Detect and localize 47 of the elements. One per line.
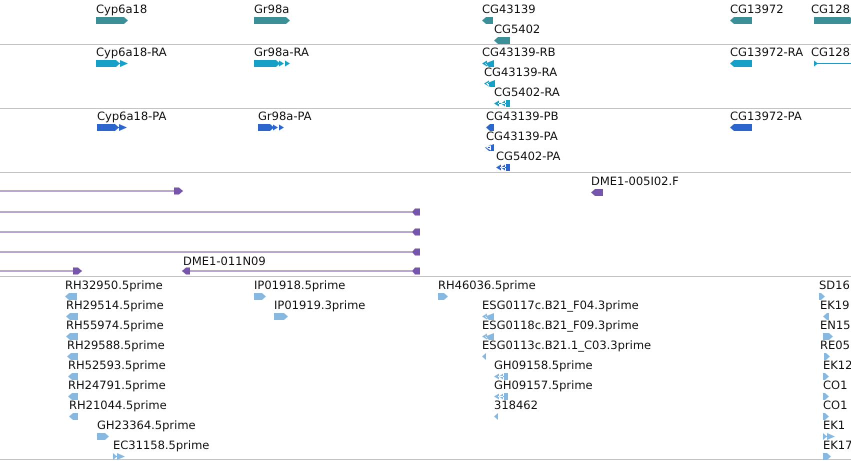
feature-label: RH32950.5prime [65, 278, 163, 292]
feature-label: Cyp6a18-RA [96, 45, 167, 59]
feature-label: Gr98a-RA [254, 45, 309, 59]
feature-label: CG5402-RA [494, 85, 560, 99]
feature-label: EC31158.5prime [113, 438, 210, 452]
feature-label: Cyp6a18 [96, 2, 148, 16]
feature-label: RE05 [820, 338, 850, 352]
feature-label: CG13972 [730, 2, 784, 16]
feature-label: DME1-011N09 [183, 254, 266, 268]
feature-label: ESG0118c.B21_F09.3prime [482, 318, 639, 332]
feature-label: GH09158.5prime [494, 358, 593, 372]
feature-label: RH52593.5prime [68, 358, 166, 372]
feature-label: ESG0117c.B21_F04.3prime [482, 298, 639, 312]
feature-label: RH55974.5prime [66, 318, 164, 332]
feature-label: CG128 [811, 45, 850, 59]
feature-label: CG43139-PB [486, 109, 558, 123]
feature-label: 318462 [494, 398, 538, 412]
feature-label: EN15 [820, 318, 851, 332]
feature-label: CG128 [811, 2, 850, 16]
feature-label: DME1-005I02.F [591, 174, 679, 188]
feature-label: EK12 [823, 358, 851, 372]
feature-label: EK19 [820, 298, 850, 312]
feature-label: CG13972-RA [730, 45, 804, 59]
feature-label: RH29588.5prime [67, 338, 165, 352]
feature-label: GH09157.5prime [494, 378, 593, 392]
feature-label: IP01918.5prime [254, 278, 346, 292]
feature-label: GH23364.5prime [97, 418, 196, 432]
feature-label: CG5402-PA [496, 149, 560, 163]
feature-label: CG43139 [482, 2, 536, 16]
feature-label: CG43139-PA [486, 129, 558, 143]
feature-label: RH21044.5prime [69, 398, 167, 412]
feature-label: CG43139-RB [482, 45, 556, 59]
feature-label: Gr98a-PA [258, 109, 312, 123]
feature-label: SD16 [819, 278, 850, 292]
feature-label: CO1 [823, 378, 848, 392]
feature-label: RH29514.5prime [66, 298, 164, 312]
feature-label: ESG0113c.B21.1_C03.3prime [482, 338, 652, 352]
feature-label: EK1 [823, 418, 846, 432]
feature-label: Cyp6a18-PA [97, 109, 166, 123]
feature-label: CG43139-RA [484, 65, 558, 79]
feature-label: RH46036.5prime [438, 278, 536, 292]
feature-label: RH24791.5prime [68, 378, 166, 392]
feature-label: CG5402 [494, 22, 540, 36]
feature-label: CG13972-PA [730, 109, 802, 123]
feature-label: CO1 [823, 398, 848, 412]
feature-label: IP01919.3prime [274, 298, 366, 312]
feature-label: Gr98a [254, 2, 290, 16]
